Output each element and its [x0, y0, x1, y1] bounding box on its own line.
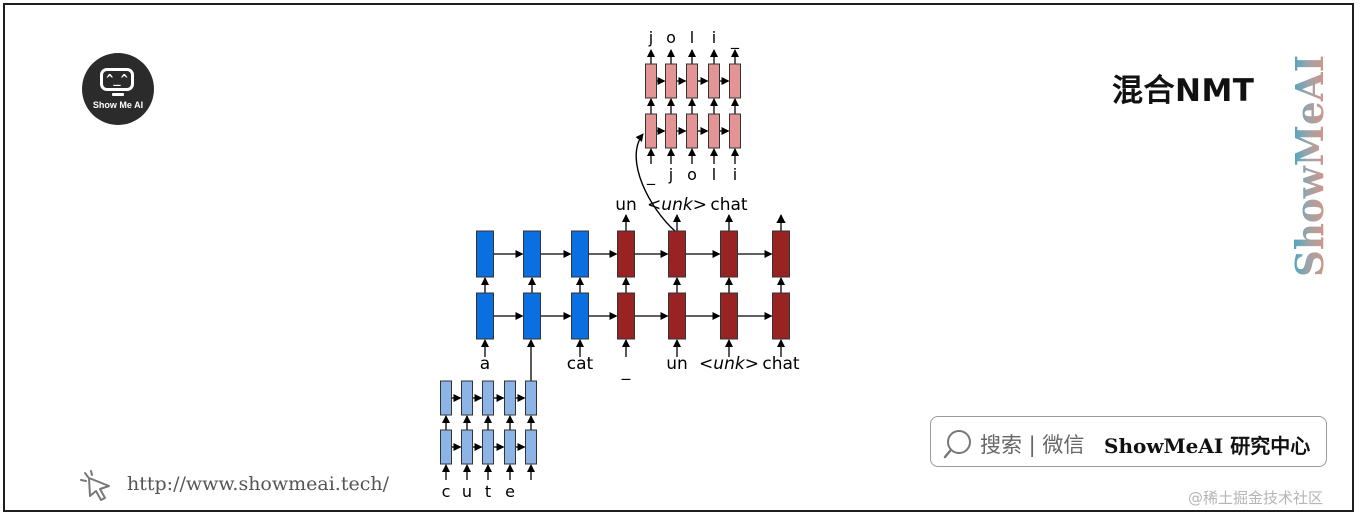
char-encoder-input-label: t	[485, 482, 491, 500]
word-encoder-cell-bottom	[476, 292, 494, 340]
slide-title: 混合NMT	[1112, 73, 1255, 109]
char-decoder-output-label: _	[730, 30, 740, 50]
word-decoder-cell-top	[772, 230, 790, 278]
search-brand-text: ShowMeAI 研究中心	[1104, 434, 1311, 458]
word-decoder-cell-bottom	[617, 292, 635, 340]
char-encoder-cell-top	[440, 380, 452, 416]
char-decoder-input-label: j	[668, 165, 673, 184]
word-encoder-cell-top	[523, 230, 541, 278]
char-decoder-cell-top	[686, 63, 698, 99]
char-encoder-cell-bottom	[482, 429, 494, 465]
char-decoder-output-label: i	[712, 28, 716, 47]
word-decoder-input-label: <unk>	[699, 354, 759, 374]
char-encoder-input-label: u	[462, 482, 472, 500]
word-encoder-input-label: a	[480, 354, 490, 374]
word-encoder-cell-bottom	[571, 292, 589, 340]
website-url[interactable]: http://www.showmeai.tech/	[127, 473, 390, 495]
word-encoder-cell-bottom	[523, 292, 541, 340]
char-encoder-cell-top	[504, 380, 516, 416]
wechat-search-box[interactable]: 搜索 | 微信 ShowMeAI 研究中心	[930, 416, 1327, 467]
char-decoder-output-label: o	[666, 28, 676, 47]
char-encoder-cell-bottom	[440, 429, 452, 465]
word-decoder-output-label: _	[776, 204, 786, 224]
logo-text: Show Me AI	[92, 100, 144, 110]
cursor-click-icon	[80, 470, 110, 501]
juejin-watermark: @稀土掘金技术社区	[1188, 489, 1324, 507]
word-decoder-cell-bottom	[668, 292, 686, 340]
unk-to-char-decoder-arrow	[635, 133, 676, 232]
char-decoder-input-label: o	[687, 165, 697, 184]
word-decoder-output-label: chat	[710, 195, 748, 215]
search-icon	[943, 430, 971, 459]
word-encoder-cell-top	[476, 230, 494, 278]
word-decoder-input-label: chat	[762, 354, 800, 374]
robot-stand-icon	[112, 93, 124, 96]
word-decoder-cell-top	[668, 230, 686, 278]
showmeai-logo: ^_^ Show Me AI	[82, 53, 154, 125]
word-decoder-input-label: _	[621, 361, 631, 381]
char-encoder-cell-bottom	[504, 429, 516, 465]
char-decoder-input-label: _	[646, 166, 656, 186]
word-decoder-output-label: un	[615, 195, 637, 215]
char-decoder-input-label: i	[733, 165, 737, 184]
char-decoder-output-label: l	[690, 28, 694, 47]
word-decoder-output-label: <unk>	[647, 195, 707, 215]
char-decoder-cell-bottom	[645, 113, 657, 149]
char-encoder-cell-bottom	[461, 429, 473, 465]
char-decoder-cell-bottom	[729, 113, 741, 149]
word-decoder-cell-top	[720, 230, 738, 278]
char-decoder-cell-top	[729, 63, 741, 99]
char-encoder-input-label: e	[505, 482, 515, 500]
word-decoder-cell-top	[617, 230, 635, 278]
robot-face-icon: ^_^	[100, 68, 134, 91]
word-decoder-cell-bottom	[720, 292, 738, 340]
char-encoder-cell-bottom	[525, 429, 537, 465]
robot-face-glyph: ^_^	[106, 72, 128, 86]
side-brand-logotype: ShowMeAI	[1287, 55, 1332, 277]
word-encoder-cell-top	[571, 230, 589, 278]
char-encoder-cell-top	[461, 380, 473, 416]
char-decoder-cell-bottom	[686, 113, 698, 149]
char-decoder-input-label: l	[712, 165, 716, 184]
search-label: 搜索 | 微信	[980, 433, 1085, 457]
char-encoder-input-label: _	[526, 483, 536, 500]
char-decoder-cell-top	[665, 63, 677, 99]
char-decoder-output-label: j	[648, 28, 653, 47]
char-encoder-cell-top	[482, 380, 494, 416]
word-decoder-input-label: un	[666, 354, 688, 374]
word-decoder-cell-bottom	[772, 292, 790, 340]
side-brand-text: ShowMeAI	[1287, 55, 1332, 277]
char-decoder-cell-bottom	[665, 113, 677, 149]
char-encoder-cell-top	[525, 380, 537, 416]
char-decoder-cell-top	[645, 63, 657, 99]
char-encoder-input-label: c	[442, 482, 451, 500]
char-decoder-cell-top	[708, 63, 720, 99]
char-decoder-cell-bottom	[708, 113, 720, 149]
word-encoder-input-label: cat	[567, 354, 594, 374]
